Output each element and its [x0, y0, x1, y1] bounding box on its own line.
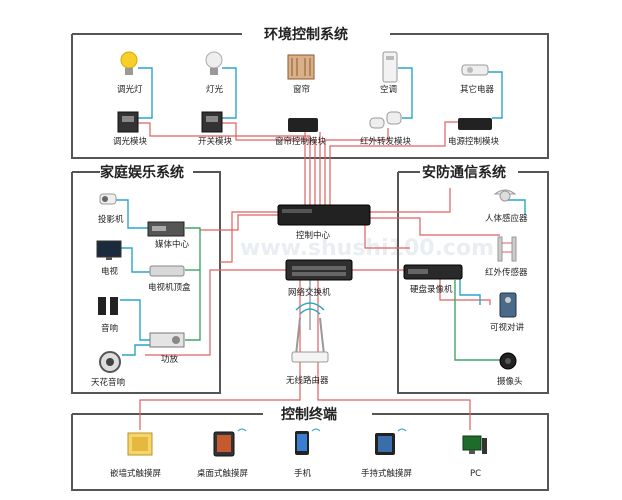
env-device-4: 其它电器 — [460, 84, 495, 95]
entertainment-section: 家庭娱乐系统 — [71, 164, 221, 394]
terminal-4: PC — [470, 469, 481, 479]
env-title: 环境控制系统 — [264, 26, 348, 43]
curtain-icon — [287, 54, 315, 80]
env-module-0: 调光模块 — [113, 136, 148, 147]
amplifier-icon — [149, 332, 185, 348]
camera-icon — [499, 352, 517, 370]
light-bulb-icon — [205, 51, 223, 75]
control-center-icon — [277, 204, 371, 226]
ent-speakers: 音响 — [101, 323, 118, 334]
ent-title: 家庭娱乐系统 — [100, 164, 184, 181]
ceiling-speaker-icon — [99, 351, 121, 373]
security-wires — [454, 199, 526, 361]
speakers-icon — [98, 297, 118, 315]
sec-camera: 摄像头 — [497, 376, 523, 387]
handheld-touchscreen-icon — [375, 428, 407, 455]
entertainment-wires — [116, 199, 201, 356]
ent-tv: 电视 — [101, 266, 119, 277]
terminal-1: 桌面式触摸屏 — [197, 468, 249, 479]
env-module-3: 红外转发模块 — [360, 136, 412, 147]
motion-sensor-icon — [493, 189, 517, 202]
term-title: 控制终端 — [281, 406, 337, 423]
ent-ceiling-speaker: 天花音响 — [91, 377, 125, 388]
env-blue-wires — [138, 67, 503, 119]
env-module-2: 窗帘控制模块 — [275, 136, 327, 147]
intercom-icon — [499, 292, 517, 318]
phone-icon — [295, 428, 321, 455]
env-device-0: 调光灯 — [117, 84, 143, 95]
terminal-wires — [139, 280, 471, 430]
center-router: 无线路由器 — [286, 375, 329, 386]
center-red-wires — [145, 188, 500, 356]
pc-icon — [462, 435, 487, 454]
appliance-icon — [461, 64, 489, 76]
ir-module-icon — [369, 111, 402, 129]
wall-touchscreen-icon — [127, 432, 153, 456]
env-module-4: 电源控制模块 — [448, 136, 500, 147]
env-module-1: 开关模块 — [198, 136, 233, 147]
sec-title: 安防通信系统 — [422, 164, 506, 181]
env-device-2: 窗帘 — [293, 84, 310, 95]
dimmer-light-icon — [120, 51, 138, 75]
env-red-wires — [136, 121, 460, 205]
env-device-1: 灯光 — [206, 84, 224, 95]
ent-amplifier: 功放 — [161, 354, 179, 365]
terminal-3: 手持式触摸屏 — [361, 468, 413, 479]
env-device-3: 空调 — [380, 84, 397, 95]
sec-ir-sensor: 红外传感器 — [485, 267, 528, 278]
sec-intercom: 可视对讲 — [490, 322, 525, 333]
tv-icon — [96, 240, 122, 260]
env-section: 环境控制系统 — [71, 26, 549, 159]
power-module-icon — [458, 118, 492, 130]
terminal-section: 控制终端 — [71, 406, 549, 491]
dimmer-module-icon — [117, 111, 139, 133]
terminal-0: 嵌墙式触摸屏 — [110, 468, 162, 479]
projector-icon — [99, 193, 117, 205]
media-center-icon — [147, 221, 185, 237]
air-conditioner-icon — [382, 51, 398, 83]
switch-module-icon — [201, 111, 223, 133]
terminal-2: 手机 — [294, 468, 312, 479]
security-section: 安防通信系统 — [397, 164, 549, 394]
wireless-router-icon — [291, 302, 329, 363]
center-switch: 网络交换机 — [288, 287, 331, 298]
ent-projector: 投影机 — [98, 214, 124, 225]
sec-motion: 人体感应器 — [485, 213, 528, 224]
ent-media-center: 媒体中心 — [155, 239, 190, 250]
desktop-touchscreen-icon — [213, 428, 247, 457]
ir-sensor-icon — [497, 236, 517, 262]
ent-tv-box: 电视机顶盒 — [148, 282, 191, 293]
tv-box-icon — [149, 265, 185, 277]
curtain-module-icon — [288, 118, 318, 132]
center-controller: 控制中心 — [296, 230, 331, 241]
sec-dvr: 硬盘录像机 — [410, 284, 453, 295]
network-switch-icon — [285, 259, 353, 281]
dvr-icon — [403, 264, 463, 280]
